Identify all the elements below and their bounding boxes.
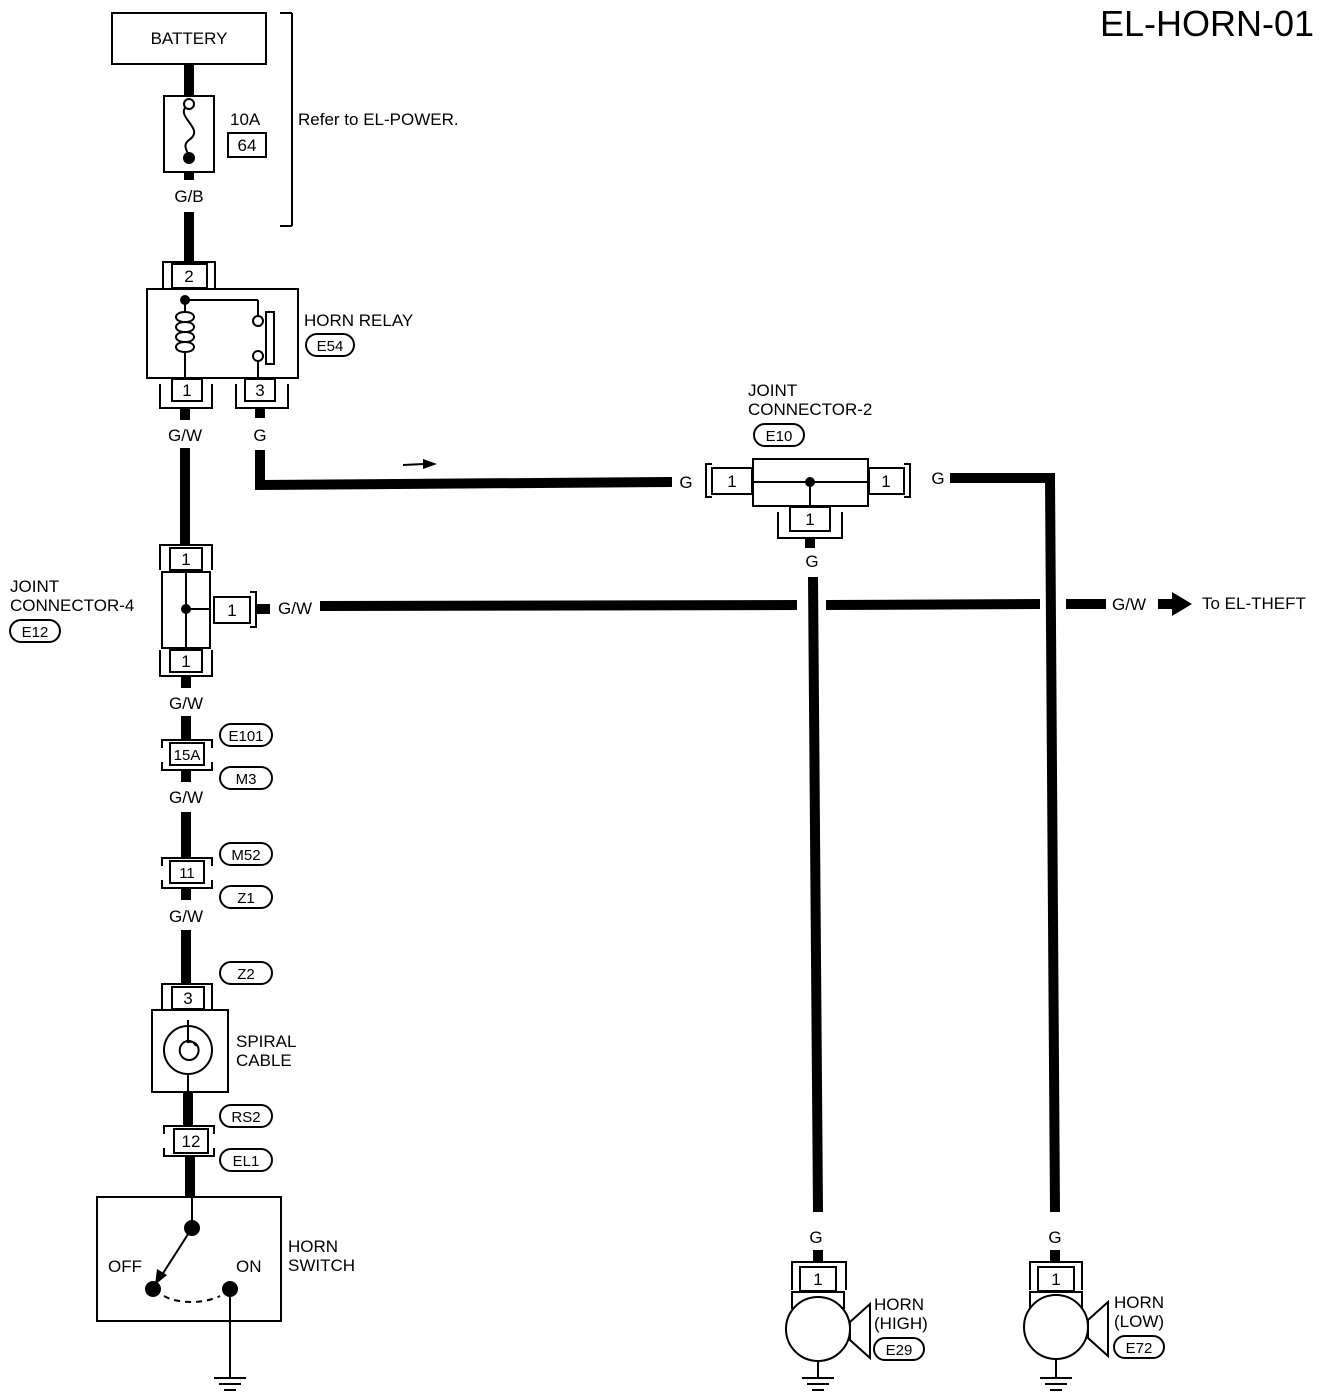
horn-low-line2: (LOW) — [1114, 1312, 1164, 1331]
horn-high-line1: HORN — [874, 1295, 924, 1314]
wire-label-g-5: G — [809, 1228, 822, 1247]
spiral-line1: SPIRAL — [236, 1032, 296, 1051]
horn-low-icon — [1023, 1294, 1089, 1360]
theft-wire-a — [319, 600, 798, 611]
jc4-pin-bottom: 1 — [181, 652, 190, 671]
wire-label-gw-1: G/W — [168, 426, 202, 445]
wire-label-g-1: G — [253, 426, 266, 445]
horn-low-line1: HORN — [1114, 1293, 1164, 1312]
connector-m52-z1: 11 M52 Z1 — [161, 842, 273, 909]
horn-low-pin: 1 — [1051, 1270, 1060, 1289]
horn-low-connector: E72 — [1126, 1340, 1153, 1357]
wire-label-g-2: G — [679, 473, 692, 492]
theft-wire-b — [825, 599, 1041, 610]
jc4-line2: CONNECTOR-4 — [10, 596, 134, 615]
switch-off-label: OFF — [108, 1257, 142, 1276]
page-code: EL-HORN-01 — [1100, 3, 1314, 44]
fuse-rating: 10A — [230, 110, 261, 129]
current-flow-arrow — [402, 463, 425, 466]
jc4-pin-top: 1 — [181, 550, 190, 569]
switch-on-label: ON — [236, 1257, 262, 1276]
wire-label-gw-6: G/W — [169, 907, 203, 926]
horn-relay: 2 1 3 HORN RELAY E54 — [146, 261, 413, 409]
wire-label-g-4: G — [805, 552, 818, 571]
horn-low: 1 HORN (LOW) E72 — [1023, 1261, 1165, 1391]
battery-label: BATTERY — [151, 29, 228, 48]
wire-label-gw-4: G/W — [169, 694, 203, 713]
wire-label-gw-2: G/W — [278, 599, 312, 618]
jc2-pin-left: 1 — [727, 472, 736, 491]
joint-connector-2: JOINT CONNECTOR-2 E10 G 1 1 1 G — [679, 381, 945, 539]
e101-pin: 15A — [174, 747, 201, 764]
z2-tag: Z2 — [237, 966, 255, 983]
wire-label-g-6: G — [1048, 1228, 1061, 1247]
m52-tag: M52 — [231, 847, 260, 864]
switch-ground-icon — [214, 1377, 246, 1391]
relay-pin-3: 3 — [255, 381, 264, 400]
jc2-pin-bottom: 1 — [805, 510, 814, 529]
wire-label-gw-3: G/W — [1112, 595, 1146, 614]
spiral-line2: CABLE — [236, 1051, 292, 1070]
spiral-pin: 3 — [183, 989, 192, 1008]
connector-rs2-el1: RS2 12 EL1 — [163, 1104, 273, 1172]
jc4-line1: JOINT — [10, 577, 59, 596]
jc2-to-horn-high-wire — [808, 576, 823, 1213]
battery: BATTERY — [111, 12, 267, 65]
current-flow-arrowhead — [423, 459, 437, 469]
horn-high-icon — [785, 1296, 851, 1362]
jc4-pin-right: 1 — [227, 601, 236, 620]
horn-switch-line2: SWITCH — [288, 1256, 355, 1275]
spiral-cable: Z2 3 SPIRAL CABLE — [151, 961, 296, 1093]
connector-e101-m3: 15A E101 M3 — [161, 723, 273, 790]
horn-high: 1 HORN (HIGH) E29 — [785, 1261, 928, 1391]
horn-relay-label: HORN RELAY — [304, 311, 413, 330]
horn-high-connector: E29 — [886, 1342, 913, 1359]
wire-label-gw-5: G/W — [169, 788, 203, 807]
horn-low-speaker-icon — [1087, 1299, 1109, 1359]
z1-tag: Z1 — [237, 890, 255, 907]
jc2-pin-right: 1 — [881, 472, 890, 491]
jc2-line1: JOINT — [748, 381, 797, 400]
joint-connector-4: JOINT CONNECTOR-4 E12 1 1 1 G/W — [9, 544, 312, 677]
horn-high-pin: 1 — [813, 1270, 822, 1289]
m52-pin: 11 — [179, 865, 195, 882]
rs2-tag: RS2 — [231, 1109, 260, 1126]
horn-switch-line1: HORN — [288, 1237, 338, 1256]
wire-label-g-3: G — [931, 469, 944, 488]
switch-off-terminal — [145, 1281, 161, 1297]
jc4-connector: E12 — [22, 624, 49, 641]
relay-pin-1: 1 — [182, 381, 191, 400]
horn-relay-connector: E54 — [317, 338, 344, 355]
fuse-number: 64 — [238, 136, 257, 155]
e101-tag: E101 — [228, 728, 263, 745]
relay-to-jc2-wire — [255, 450, 673, 491]
power-note: Refer to EL-POWER. — [298, 110, 459, 129]
theft-arrow-icon — [1172, 592, 1192, 616]
switch-on-terminal — [222, 1281, 238, 1297]
horn-high-speaker-icon — [849, 1301, 871, 1361]
jc2-connector: E10 — [766, 428, 793, 445]
theft-link: To EL-THEFT — [1202, 594, 1306, 613]
horn-high-line2: (HIGH) — [874, 1314, 928, 1333]
wire-label-gb: G/B — [174, 187, 203, 206]
horn-switch: OFF ON HORN SWITCH — [96, 1196, 355, 1322]
jc2-line2: CONNECTOR-2 — [748, 400, 872, 419]
fuse: 10A 64 — [163, 95, 267, 173]
el1-tag: EL1 — [233, 1153, 260, 1170]
rs2-pin: 12 — [182, 1132, 201, 1151]
m3-tag: M3 — [236, 771, 257, 788]
jc2-to-horn-low-wire — [950, 473, 1060, 1213]
relay-pin-2: 2 — [184, 267, 193, 286]
